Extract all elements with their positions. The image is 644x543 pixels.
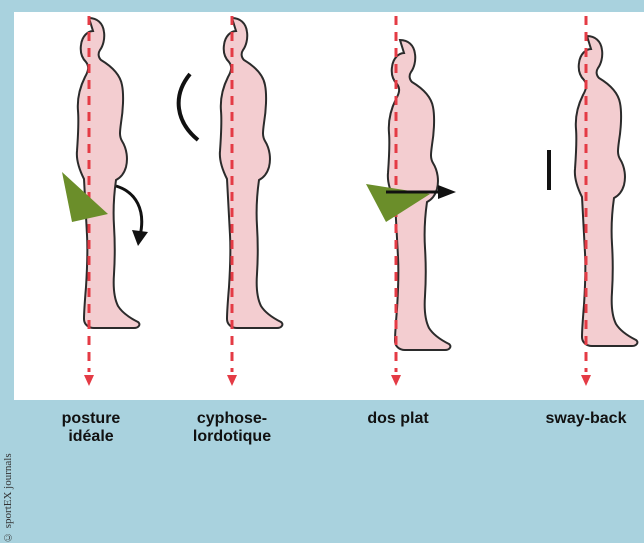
body-silhouette bbox=[77, 18, 140, 328]
body-silhouette bbox=[220, 18, 283, 328]
plumb-arrow-icon bbox=[581, 375, 591, 386]
body-silhouette bbox=[575, 36, 638, 346]
posture-illustrations bbox=[0, 0, 644, 453]
label-line-1: sway-back bbox=[534, 410, 638, 428]
label-line-1: dos plat bbox=[353, 410, 443, 428]
figure-posture-ideale bbox=[62, 16, 148, 386]
tilt-arrow-icon bbox=[116, 186, 142, 236]
plumb-arrow-icon bbox=[391, 375, 401, 386]
plumb-arrow-icon bbox=[227, 375, 237, 386]
arrowhead-icon bbox=[438, 185, 456, 199]
kyphosis-curve-icon bbox=[179, 74, 198, 140]
figure-cyphose-lordotique bbox=[179, 16, 283, 386]
copyright-notice: © sportEX journals bbox=[2, 403, 14, 543]
label-posture-ideale: posture idéale bbox=[46, 410, 136, 446]
label-line-2: idéale bbox=[46, 428, 136, 446]
plumb-arrow-icon bbox=[84, 375, 94, 386]
label-sway-back: sway-back bbox=[534, 410, 638, 428]
label-dos-plat: dos plat bbox=[353, 410, 443, 428]
label-line-1: posture bbox=[46, 410, 136, 428]
figure-frame: © sportEX journals posture idéale cyphos… bbox=[0, 0, 644, 453]
label-line-1: cyphose- bbox=[182, 410, 282, 428]
figure-dos-plat bbox=[366, 16, 456, 386]
label-line-2: lordotique bbox=[182, 428, 282, 446]
label-cyphose-lordotique: cyphose- lordotique bbox=[182, 410, 282, 446]
arrowhead-icon bbox=[132, 230, 148, 246]
figure-sway-back bbox=[549, 16, 637, 386]
